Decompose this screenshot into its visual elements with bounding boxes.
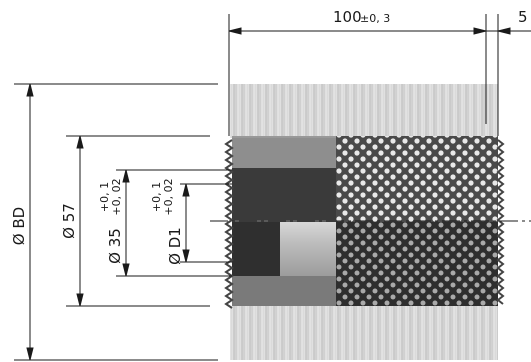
length-nominal: 100	[333, 8, 362, 26]
d1-upper-tol: +0, 1	[150, 182, 163, 212]
roller-body	[224, 136, 505, 309]
brush-bristles	[230, 84, 498, 360]
solid-upper-band	[232, 168, 336, 220]
solid-top-face	[232, 138, 336, 168]
length-tolerance: ±0, 3	[360, 12, 390, 25]
d35-upper-tol: +0, 1	[98, 182, 111, 212]
perforated-section-bottom	[336, 222, 498, 306]
right-bristle-edge	[496, 139, 505, 305]
dimension-lines	[26, 27, 531, 361]
d1-lower-tol: +0, 02	[162, 178, 175, 215]
perforated-section-top	[336, 136, 498, 222]
extension-nominal: 5	[518, 8, 528, 26]
bore-highlight	[280, 222, 336, 276]
d57-label: Ø 57	[60, 203, 78, 239]
solid-bottom-face	[232, 276, 336, 306]
solid-lower-band	[232, 222, 280, 276]
dimension-labels: 100 ±0, 3 5 Ø BD Ø 57 Ø 35 +0, 1 +0, 02 …	[10, 8, 528, 265]
extension-lines	[14, 83, 232, 361]
bristles-bottom	[230, 306, 498, 360]
bristles-top	[230, 84, 498, 138]
top-extension-lines	[228, 14, 499, 136]
left-bristle-edge	[224, 139, 234, 309]
d35-label: Ø 35	[106, 228, 124, 264]
d35-lower-tol: +0, 02	[110, 178, 123, 215]
d1-label: Ø D1	[166, 227, 184, 265]
bd-label: Ø BD	[10, 207, 28, 245]
